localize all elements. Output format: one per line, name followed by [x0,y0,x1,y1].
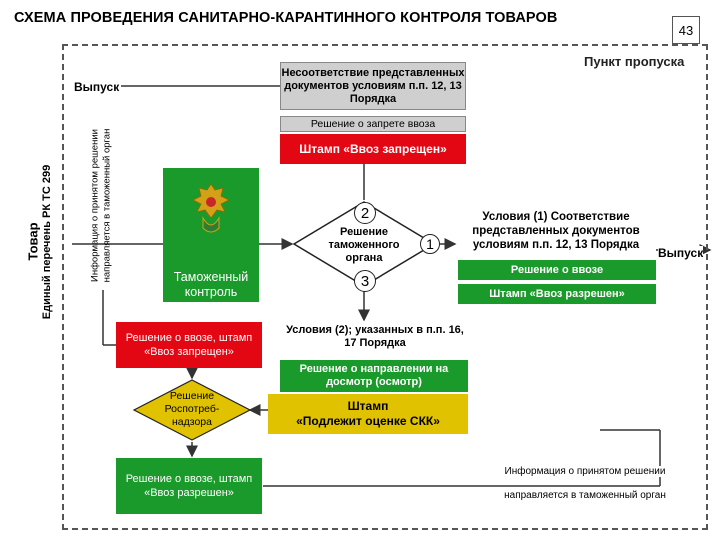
inspection-decision-box: Решение о направлении на досмотр (осмотр… [280,360,468,392]
circle-number-2: 2 [354,202,376,224]
checkpoint-boundary [62,44,708,530]
customs-decision-label: Решение таможенного органа [328,226,400,264]
customs-emblem-icon [185,178,237,236]
nonconformity-box: Несоответствие представленных документов… [280,62,466,110]
goods-side-label: Товар Единый перечень РК ТС 299 [8,130,58,360]
registry-text: Единый перечень РК ТС 299 [41,164,53,320]
stamp-allowed-box: Штамп «Ввоз разрешен» [458,284,656,304]
customs-control-box: Таможенный контроль [163,168,259,302]
stamp-skk-line2: «Подлежит оценке СКК» [296,414,440,428]
page-number: 43 [672,16,700,44]
release-label-left: Выпуск [72,80,122,94]
rospotreb-diamond [132,379,252,441]
circle-number-3: 3 [354,270,376,292]
circle-number-1: 1 [420,234,440,254]
import-decision-box: Решение о ввозе [458,260,656,280]
customs-control-label: Таможенный контроль [173,270,249,299]
checkpoint-label: Пункт пропуска [584,54,685,69]
ban-decision-box: Решение о запрете ввоза [280,116,466,132]
page-title: СХЕМА ПРОВЕДЕНИЯ САНИТАРНО-КАРАНТИННОГО … [14,10,558,26]
info-vertical-line2: направляется в таможенный орган [101,128,113,283]
decision-allow-stamp-box: Решение о ввозе, штамп «Ввоз разрешен» [116,458,262,514]
stamp-skk-line1: Штамп [347,399,389,413]
conditions-2-text: Условия (2); указанных в п.п. 16, 17 Пор… [286,324,464,349]
info-bottom-line1: Информация о принятом решении [480,466,690,477]
rospotreb-decision-label: Решение Роспотреб-надзора [164,390,220,428]
release-label-right: Выпуск [658,246,704,260]
goods-text: Товар [25,222,41,261]
decision-ban-stamp-box: Решение о ввозе, штамп «Ввоз запрещен» [116,322,262,368]
stamp-ban-box: Штамп «Ввоз запрещен» [280,134,466,164]
info-vertical-line1: Информация о принятом решении [89,129,101,282]
info-bottom-line2: направляется в таможенный орган [480,490,690,501]
conditions-1-text: Условия (1) Соответствие представленных … [472,211,640,251]
stamp-skk-box: Штамп «Подлежит оценке СКК» [268,394,468,434]
